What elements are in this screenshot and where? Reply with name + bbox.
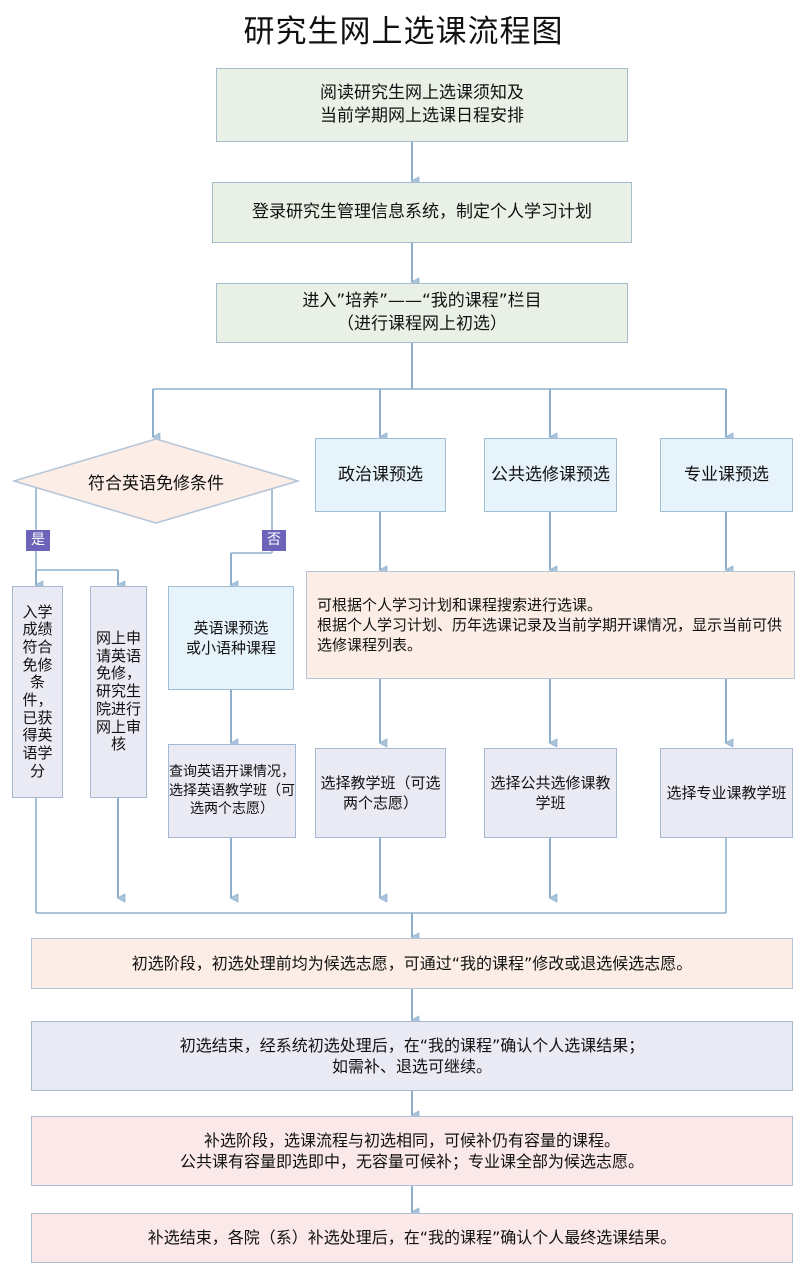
node-enter-my-courses[interactable]: 进入”培养”——“我的课程”栏目 （进行课程网上初选） xyxy=(216,283,628,343)
node-stage-makeup-end: 补选结束，各院（系）补选处理后，在“我的课程”确认个人最终选课结果。 xyxy=(31,1213,793,1263)
node-stage-preselect-end: 初选结束，经系统初选处理后，在“我的课程”确认个人选课结果； 如需补、退选可继续… xyxy=(31,1021,793,1091)
node-english-preselect[interactable]: 英语课预选 或小语种课程 xyxy=(168,586,294,690)
page-title: 研究生网上选课流程图 xyxy=(243,14,564,50)
node-public-elective-class[interactable]: 选择公共选修课教学班 xyxy=(484,748,617,838)
node-stage-preselect: 初选阶段，初选处理前均为候选志愿，可通过“我的课程”修改或退选候选志愿。 xyxy=(31,938,793,989)
node-major-preselect[interactable]: 专业课预选 xyxy=(660,438,793,512)
node-major-class[interactable]: 选择专业课教学班 xyxy=(660,748,793,838)
node-login-system[interactable]: 登录研究生管理信息系统，制定个人学习计划 xyxy=(212,182,632,243)
node-selection-info: 可根据个人学习计划和课程搜索进行选课。 根据个人学习计划、历年选课记录及当前学期… xyxy=(306,571,795,679)
node-exempt-qualified[interactable]: 入学成绩符合免修条件，已获得英语学分 xyxy=(12,586,63,798)
node-english-exemption-decision[interactable]: 符合英语免修条件 xyxy=(12,437,300,525)
diamond-shape xyxy=(12,438,300,524)
node-politics-preselect[interactable]: 政治课预选 xyxy=(315,438,446,512)
branch-label-no: 否 xyxy=(262,530,286,551)
node-read-notice[interactable]: 阅读研究生网上选课须知及 当前学期网上选课日程安排 xyxy=(216,68,628,142)
node-exempt-application[interactable]: 网上申请英语免修，研究生院进行网上审核 xyxy=(90,586,147,798)
node-english-class[interactable]: 查询英语开课情况，选择英语教学班（可选两个志愿） xyxy=(168,744,296,838)
node-public-elective-preselect[interactable]: 公共选修课预选 xyxy=(484,438,617,512)
node-stage-makeup: 补选阶段，选课流程与初选相同，可候补仍有容量的课程。 公共课有容量即选即中，无容… xyxy=(31,1116,793,1186)
node-politics-class[interactable]: 选择教学班（可选两个志愿） xyxy=(315,748,446,838)
branch-label-yes: 是 xyxy=(26,530,50,551)
